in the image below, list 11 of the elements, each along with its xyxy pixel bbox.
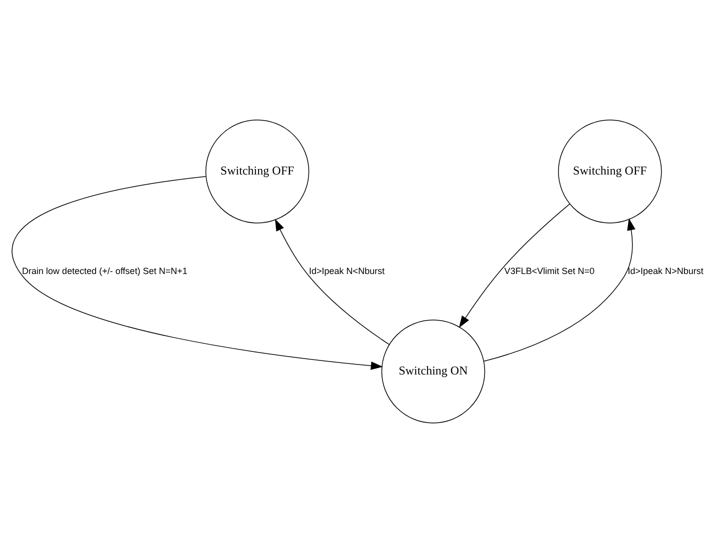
node-circle: Switching ON xyxy=(381,319,486,423)
arrow xyxy=(274,218,390,344)
arrow xyxy=(458,203,570,328)
edge-label: Id>Ipeak N<Nburst xyxy=(308,265,385,276)
arrow xyxy=(483,218,636,362)
arrow xyxy=(12,176,383,370)
node-circle: Switching OFF xyxy=(558,119,662,223)
edge-label: V3FLB<Vlimit Set N=0 xyxy=(504,265,595,276)
edge-label: Id>Ipeak N>Nburst xyxy=(628,265,704,276)
edge-label: Drain low detected (+/- offset) Set N=N+1 xyxy=(22,265,188,276)
node-circle: Switching OFF xyxy=(205,119,310,223)
